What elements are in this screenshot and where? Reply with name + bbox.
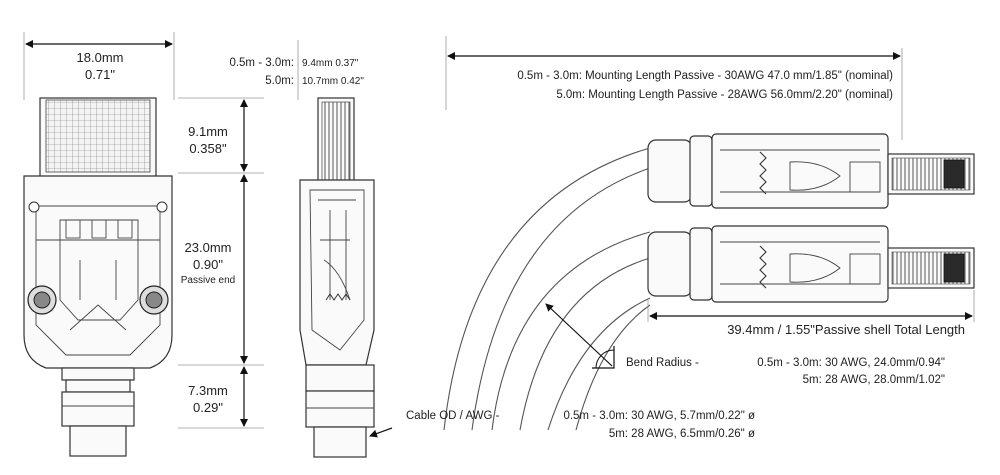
upper-connector: [647, 133, 975, 209]
front-body-length-mm: 23.0mm: [185, 240, 232, 255]
connector-body: [23, 175, 173, 369]
mounting-line1: 0.5m - 3.0m: Mounting Length Passive - 3…: [517, 70, 893, 82]
side-line2-label: 5.0m:: [265, 75, 294, 87]
front-vertical-dims: [178, 97, 264, 429]
front-tail-length-in: 0.29": [193, 400, 223, 415]
right-view: [443, 36, 975, 431]
bend-radius-arrow: [545, 303, 613, 367]
front-top-length-in: 0.358": [189, 141, 227, 156]
mounting-line2: 5.0m: Mounting Length Passive - 28AWG 56…: [556, 89, 893, 101]
cable-od-title: Cable OD / AWG -: [406, 410, 500, 422]
front-tail-length-mm: 7.3mm: [188, 383, 228, 398]
side-line1-label: 0.5m - 3.0m:: [229, 57, 294, 69]
front-body-note: Passive end: [181, 275, 235, 286]
front-body-length-in: 0.90": [193, 257, 223, 272]
front-width-in: 0.71": [85, 67, 115, 82]
front-width-mm: 18.0mm: [77, 50, 124, 65]
cable-od-line1: 0.5m - 3.0m: 30 AWG, 5.7mm/0.22" ø: [563, 410, 755, 422]
front-top-length-mm: 9.1mm: [188, 124, 228, 139]
cable-od-line2: 5m: 28 AWG, 6.5mm/0.26" ø: [609, 428, 755, 440]
bend-radius-line1: 0.5m - 3.0m: 30 AWG, 24.0mm/0.94": [757, 357, 945, 369]
side-line1-value: 9.4mm 0.37": [302, 58, 359, 69]
side-line2-value: 10.7mm 0.42": [302, 76, 364, 87]
side-view: [297, 40, 393, 458]
shell-length-label: 39.4mm / 1.55"Passive shell Total Length: [727, 322, 965, 337]
bend-radius-title: Bend Radius -: [626, 357, 699, 369]
bend-radius-line2: 5m: 28 AWG, 28.0mm/1.02": [803, 374, 945, 386]
lower-connector: [647, 225, 975, 303]
labels: 18.0mm 0.71" 9.1mm 0.358" 23.0mm 0.90" P…: [77, 50, 965, 440]
front-view: [23, 32, 175, 457]
